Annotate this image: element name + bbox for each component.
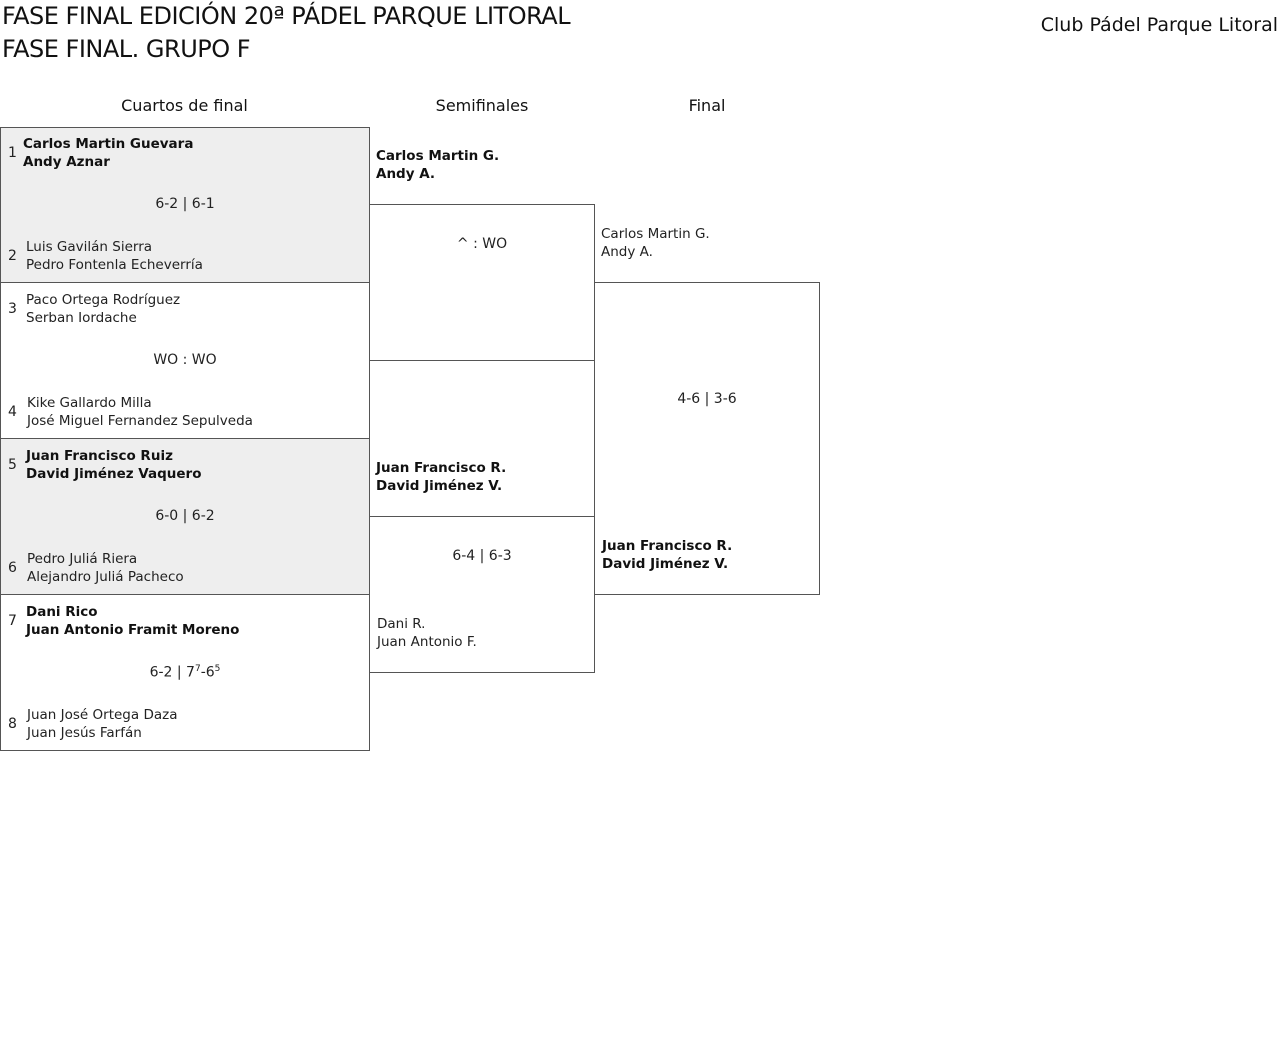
seed: 6 xyxy=(8,560,17,576)
sf2-team-winner: Juan Francisco R.David Jiménez V. xyxy=(376,460,507,494)
match-score: 4-6 | 3-6 xyxy=(677,391,737,407)
seed: 8 xyxy=(8,716,17,732)
final-team-a: Carlos Martin G.Andy A. xyxy=(601,226,710,260)
match-score: 6-2 | 77-65 xyxy=(149,664,221,681)
round-header-sf: Semifinales xyxy=(435,96,529,115)
club-name: Club Pádel Parque Litoral xyxy=(1040,14,1278,36)
match-score: 6-0 | 6-2 xyxy=(155,508,215,524)
final-match[interactable]: 4-6 | 3-6 Juan Francisco R.David Jiménez… xyxy=(594,282,820,595)
round-header-qf: Cuartos de final xyxy=(121,96,248,115)
seed: 2 xyxy=(8,248,17,264)
round-header-final: Final xyxy=(688,96,726,115)
sf-match-2[interactable]: 6-4 | 6-3 Dani R.Juan Antonio F. xyxy=(369,516,595,673)
match-score: 6-2 | 6-1 xyxy=(155,196,215,212)
seed: 4 xyxy=(8,404,17,420)
sf1-team-winner: Carlos Martin G.Andy A. xyxy=(376,148,500,182)
page-subtitle: FASE FINAL. GRUPO F xyxy=(2,35,251,63)
final-team-winner: Juan Francisco R.David Jiménez V. xyxy=(602,538,733,572)
sf2-team-loser: Dani R.Juan Antonio F. xyxy=(377,616,477,650)
match-score: WO : WO xyxy=(153,352,217,368)
seed: 5 xyxy=(8,457,17,473)
seed: 7 xyxy=(8,613,17,629)
seed: 1 xyxy=(8,145,17,161)
seed: 3 xyxy=(8,301,17,317)
sf-match-1[interactable]: ^ : WO xyxy=(369,204,595,361)
match-score: 6-4 | 6-3 xyxy=(452,548,512,564)
match-score: ^ : WO xyxy=(456,236,508,252)
page-title: FASE FINAL EDICIÓN 20ª PÁDEL PARQUE LITO… xyxy=(2,2,571,30)
